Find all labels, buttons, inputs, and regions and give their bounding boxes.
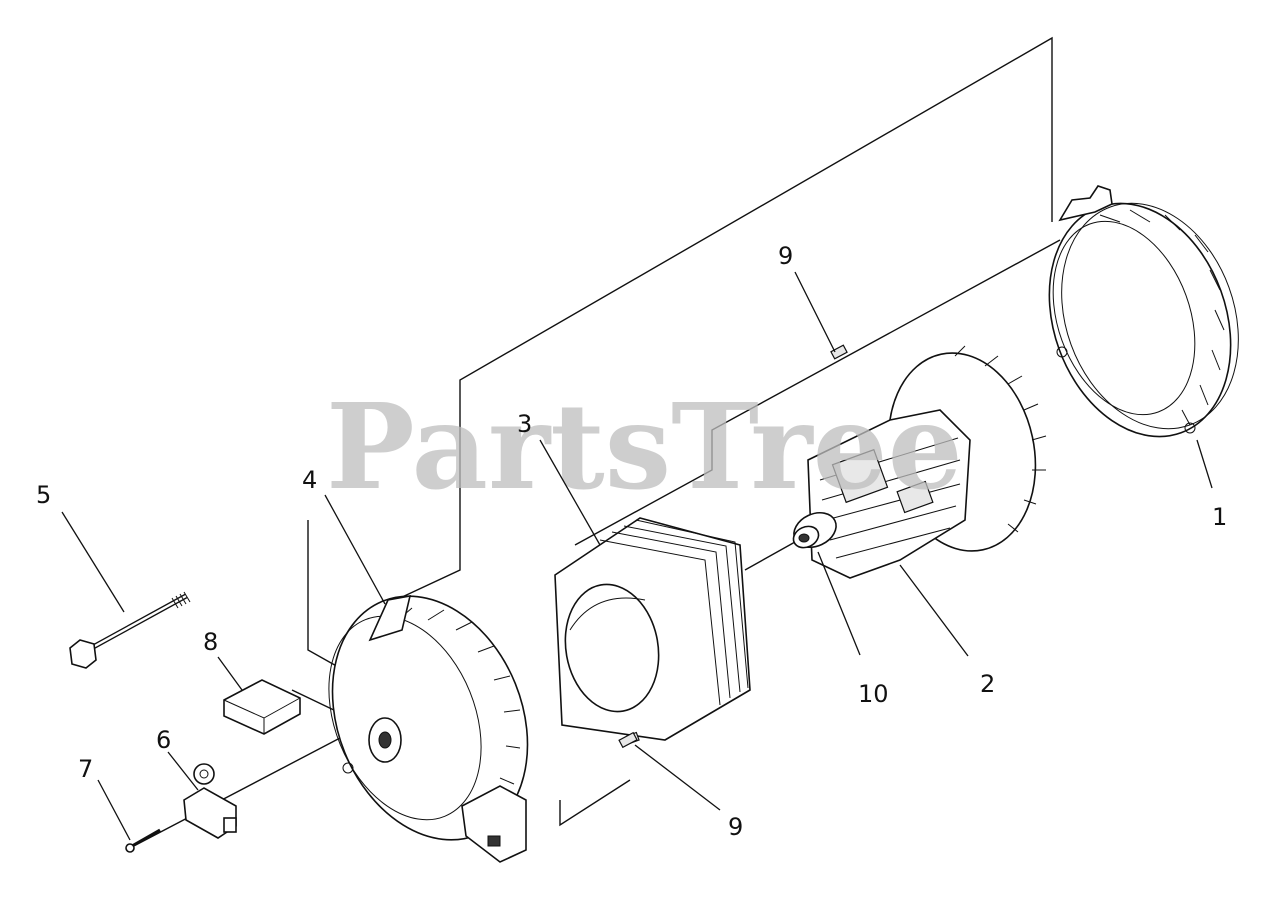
- leader-lines: [61, 271, 1213, 841]
- dowel-pin-top: [830, 344, 848, 360]
- rear-cover: [1048, 185, 1239, 438]
- callout-1: 1: [1212, 503, 1227, 531]
- callout-4: 4: [302, 466, 317, 494]
- callout-9-top: 9: [778, 242, 793, 270]
- callout-9-bottom: 9: [728, 813, 743, 841]
- callout-8: 8: [203, 628, 218, 656]
- callout-3: 3: [517, 410, 532, 438]
- rotor: [792, 345, 1047, 579]
- dowel-pin-bottom: [618, 731, 638, 749]
- callout-5: 5: [36, 481, 51, 509]
- rotor-shaft-pulley: [792, 511, 837, 549]
- through-bolt: [69, 591, 191, 669]
- brush-holder: [183, 763, 237, 839]
- callout-10: 10: [858, 680, 889, 708]
- callout-6: 6: [156, 726, 171, 754]
- front-housing: [328, 594, 529, 863]
- watermark: PartsTree: [326, 377, 963, 516]
- callout-7: 7: [78, 755, 93, 783]
- pad: [223, 679, 301, 735]
- assembly-guide-lines: [129, 36, 1061, 849]
- callout-2: 2: [980, 670, 995, 698]
- stator: [554, 517, 751, 745]
- screw: [125, 828, 161, 853]
